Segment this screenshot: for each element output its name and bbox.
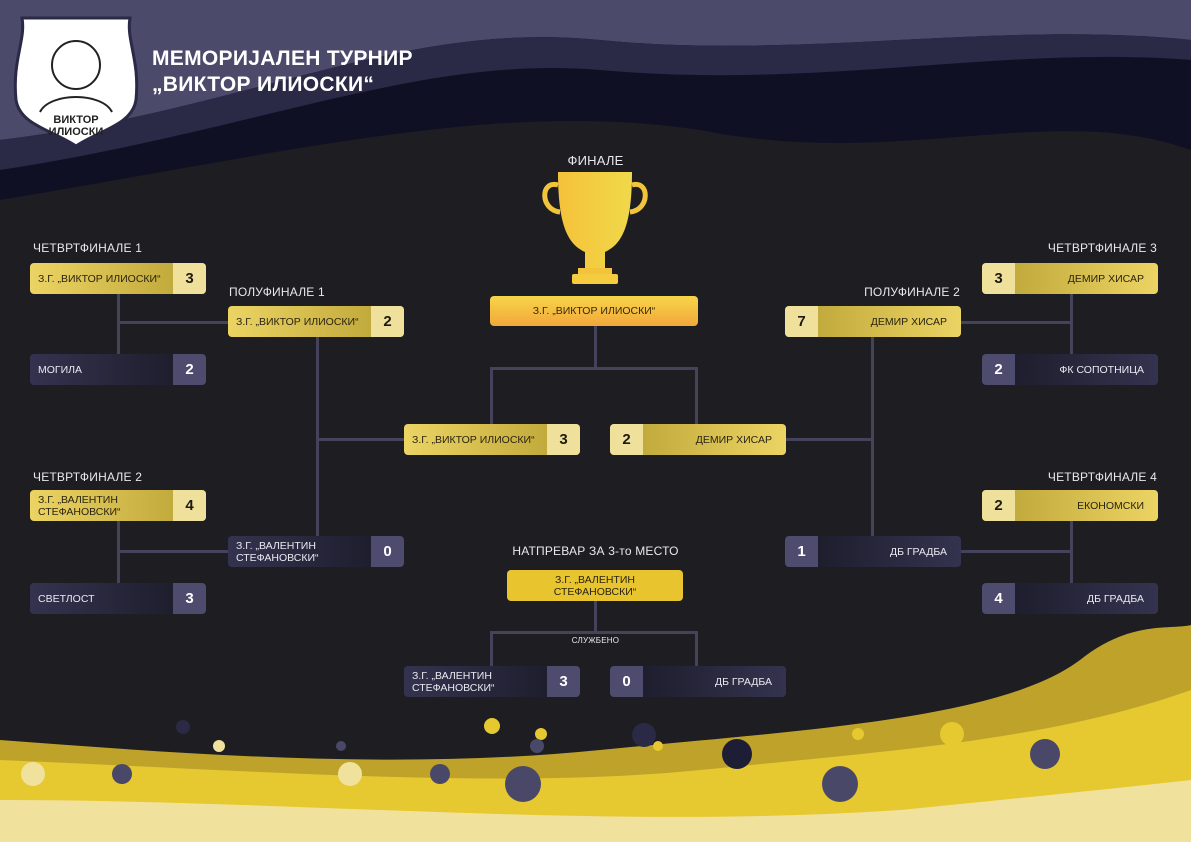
match-slot[interactable]: МОГИЛА 2 xyxy=(30,354,206,385)
connector xyxy=(316,337,319,536)
score: 0 xyxy=(610,666,643,697)
score: 3 xyxy=(547,424,580,455)
match-slot[interactable]: ФК СОПОТНИЦА 2 xyxy=(982,354,1158,385)
team-name: ФК СОПОТНИЦА xyxy=(1059,363,1144,376)
third-place-winner-box: З.Г. „ВАЛЕНТИН СТЕФАНОВСКИ“ xyxy=(507,570,683,601)
score: 0 xyxy=(371,536,404,567)
team-name: СВЕТЛОСТ xyxy=(38,592,95,605)
score: 3 xyxy=(547,666,580,697)
connector xyxy=(490,367,493,424)
match-slot[interactable]: ЕКОНОМСКИ 2 xyxy=(982,490,1158,521)
team-name: ДЕМИР ХИСАР xyxy=(870,315,947,328)
match-slot[interactable]: ДЕМИР ХИСАР 3 xyxy=(982,263,1158,294)
title-line-1: МЕМОРИЈАЛЕН ТУРНИР xyxy=(152,47,413,70)
match-slot[interactable]: ДБ ГРАДБА 0 xyxy=(610,666,786,697)
team-name: ДБ ГРАДБА xyxy=(714,675,772,688)
match-slot[interactable]: СВЕТЛОСТ 3 xyxy=(30,583,206,614)
third-place-note: СЛУЖБЕНО xyxy=(571,636,620,645)
connector xyxy=(961,550,1073,553)
final-winner-box: З.Г. „ВИКТОР ИЛИОСКИ“ xyxy=(490,296,698,326)
team-name: З.Г. „ВАЛЕНТИН СТЕФАНОВСКИ“ xyxy=(412,669,495,694)
score: 3 xyxy=(173,583,206,614)
score: 2 xyxy=(173,354,206,385)
score: 1 xyxy=(785,536,818,567)
final-label: ФИНАЛЕ xyxy=(567,153,624,168)
connector xyxy=(961,321,1073,324)
match-slot[interactable]: З.Г. „ВИКТОР ИЛИОСКИ“ 3 xyxy=(30,263,206,294)
logo-shield: ВИКТОР ИЛИОСКИ xyxy=(13,16,139,148)
score: 4 xyxy=(173,490,206,521)
decorative-dots xyxy=(21,718,1060,802)
match-slot[interactable]: З.Г. „ВАЛЕНТИН СТЕФАНОВСКИ“ 3 xyxy=(404,666,580,697)
connector xyxy=(490,367,698,370)
match-slot[interactable]: З.Г. „ВАЛЕНТИН СТЕФАНОВСКИ“ 0 xyxy=(228,536,404,567)
score: 4 xyxy=(982,583,1015,614)
score: 2 xyxy=(610,424,643,455)
team-name: З.Г. „ВАЛЕНТИН СТЕФАНОВСКИ“ xyxy=(236,539,319,564)
connector xyxy=(594,326,597,368)
match-slot[interactable]: ДБ ГРАДБА 4 xyxy=(982,583,1158,614)
connector xyxy=(117,550,228,553)
match-slot[interactable]: ДЕМИР ХИСАР 7 xyxy=(785,306,961,337)
score: 3 xyxy=(173,263,206,294)
team-name: ДБ ГРАДБА xyxy=(889,545,947,558)
team-name: МОГИЛА xyxy=(38,363,83,376)
team-name: ДБ ГРАДБА xyxy=(1086,592,1144,605)
third-place-label: НАТПРЕВАР ЗА 3-то МЕСТО xyxy=(512,544,679,558)
score: 3 xyxy=(982,263,1015,294)
match-slot[interactable]: З.Г. „ВАЛЕНТИН СТЕФАНОВСКИ“ 4 xyxy=(30,490,206,521)
team-name: ЕКОНОМСКИ xyxy=(1077,499,1144,512)
team-name: З.Г. „ВИКТОР ИЛИОСКИ“ xyxy=(38,272,161,285)
qf3-label: ЧЕТВРТФИНАЛЕ 3 xyxy=(1047,241,1157,255)
score: 7 xyxy=(785,306,818,337)
match-slot[interactable]: З.Г. „ВИКТОР ИЛИОСКИ“ 2 xyxy=(228,306,404,337)
page-title: МЕМОРИЈАЛЕН ТУРНИР „ВИКТОР ИЛИОСКИ“ xyxy=(152,46,413,98)
score: 2 xyxy=(982,490,1015,521)
connector xyxy=(695,631,698,666)
connector xyxy=(695,367,698,424)
match-slot[interactable]: ДЕМИР ХИСАР 2 xyxy=(610,424,786,455)
connector xyxy=(871,337,874,536)
match-slot[interactable]: ДБ ГРАДБА 1 xyxy=(785,536,961,567)
connector xyxy=(316,438,404,441)
trophy-icon xyxy=(542,172,648,284)
connector xyxy=(117,321,228,324)
qf1-label: ЧЕТВРТФИНАЛЕ 1 xyxy=(33,241,143,255)
connector xyxy=(785,438,873,441)
svg-text:ВИКТОР: ВИКТОР xyxy=(53,114,98,126)
score: 2 xyxy=(371,306,404,337)
sf2-label: ПОЛУФИНАЛЕ 2 xyxy=(864,285,960,299)
team-name: З.Г. „ВИКТОР ИЛИОСКИ“ xyxy=(412,433,535,446)
connector xyxy=(490,631,698,634)
match-slot[interactable]: З.Г. „ВИКТОР ИЛИОСКИ“ 3 xyxy=(404,424,580,455)
team-name: З.Г. „ВИКТОР ИЛИОСКИ“ xyxy=(236,315,359,328)
score: 2 xyxy=(982,354,1015,385)
team-name: ДЕМИР ХИСАР xyxy=(695,433,772,446)
team-name: З.Г. „ВАЛЕНТИН СТЕФАНОВСКИ“ xyxy=(38,493,121,518)
svg-text:ИЛИОСКИ: ИЛИОСКИ xyxy=(49,126,104,138)
title-line-2: „ВИКТОР ИЛИОСКИ“ xyxy=(152,73,375,96)
qf4-label: ЧЕТВРТФИНАЛЕ 4 xyxy=(1047,470,1157,484)
connector xyxy=(490,631,493,666)
qf2-label: ЧЕТВРТФИНАЛЕ 2 xyxy=(33,470,143,484)
connector xyxy=(594,600,597,632)
sf1-label: ПОЛУФИНАЛЕ 1 xyxy=(229,285,325,299)
team-name: ДЕМИР ХИСАР xyxy=(1067,272,1144,285)
